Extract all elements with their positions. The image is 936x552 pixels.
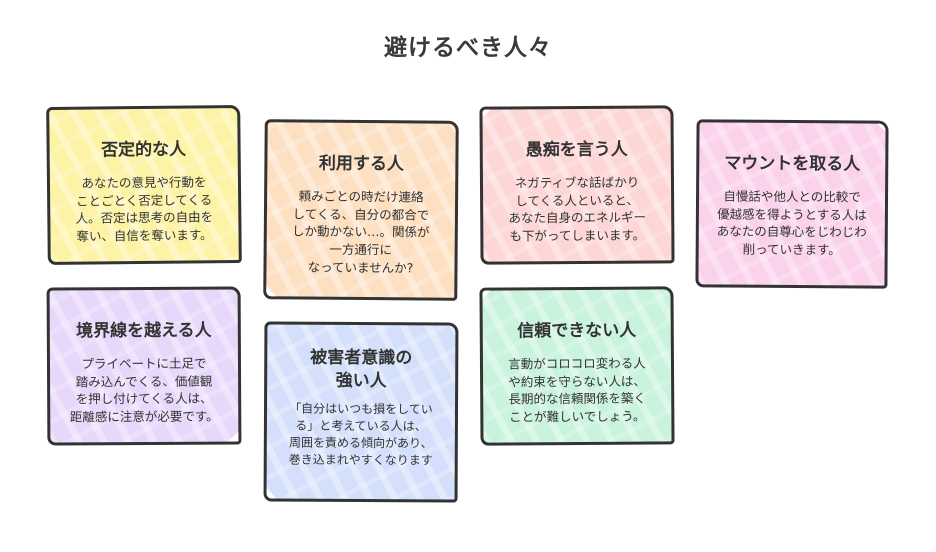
card-body: 「自分はいつも損をしてい る」と考えている人は、 周囲を責める傾向があり、 巻き… — [288, 401, 433, 468]
card-body: あなたの意見や行動を ことごとく否定してくる 人。否定は思考の自由を 奪い、自信… — [75, 174, 214, 244]
card-body: 言動がコロコロ変わる人 や約束を守らない人は、 長期的な信頼関係を築く ことが難… — [508, 355, 647, 425]
card-title: 被害者意識の 強い人 — [310, 347, 413, 392]
card-title: 利用する人 — [318, 153, 404, 175]
card-corner-curl — [479, 287, 494, 302]
card-user-person: 利用する人 頼みごとの時だけ連絡 してくる、自分の都合で しか動かない…。関係が… — [263, 119, 459, 301]
card-title: 信頼できない人 — [517, 320, 637, 342]
card-corner-curl — [874, 120, 889, 135]
card-body: プライベートに土足で 踏み込んでくる、価値観 を押し付けてくる人は、 距離感に注… — [69, 355, 219, 425]
card-one-upper: マウントを取る人 自慢話や他人との比較で 優越感を得ようとする人は あなたの自尊… — [695, 119, 889, 289]
card-corner-curl — [479, 106, 494, 121]
card-title: 境界線を越える人 — [76, 320, 212, 342]
card-negative-person: 否定的な人 あなたの意見や行動を ことごとく否定してくる 人。否定は思考の自由を… — [46, 104, 242, 266]
card-title: 愚痴を言う人 — [525, 139, 628, 161]
card-corner-curl — [263, 485, 280, 502]
card-body: ネガティブな話ばかり してくる人といると、 あなた自身のエネルギー も下がってし… — [508, 174, 647, 244]
card-victim-mentality: 被害者意識の 強い人 「自分はいつも損をしてい る」と考えている人は、 周囲を責… — [263, 321, 459, 503]
card-boundary-crosser: 境界線を越える人 プライベートに土足で 踏み込んでくる、価値観 を押し付けてくる… — [46, 286, 242, 446]
card-body: 自慢話や他人との比較で 優越感を得ようとする人は あなたの自尊心をじわじわ 削っ… — [716, 188, 867, 258]
card-title: マウントを取る人 — [724, 153, 861, 175]
card-corner-curl — [225, 428, 242, 445]
card-body: 頼みごとの時だけ連絡 してくる、自分の都合で しか動かない…。関係が 一方通行に… — [291, 188, 430, 276]
card-untrustworthy: 信頼できない人 言動がコロコロ変わる人 や約束を守らない人は、 長期的な信頼関係… — [479, 286, 675, 446]
card-complainer: 愚痴を言う人 ネガティブな話ばかり してくる人といると、 あなた自身のエネルギー… — [479, 105, 675, 265]
diagram-title: 避けるべき人々 — [384, 35, 552, 61]
card-corner-curl — [263, 283, 280, 300]
card-title: 否定的な人 — [101, 139, 187, 161]
